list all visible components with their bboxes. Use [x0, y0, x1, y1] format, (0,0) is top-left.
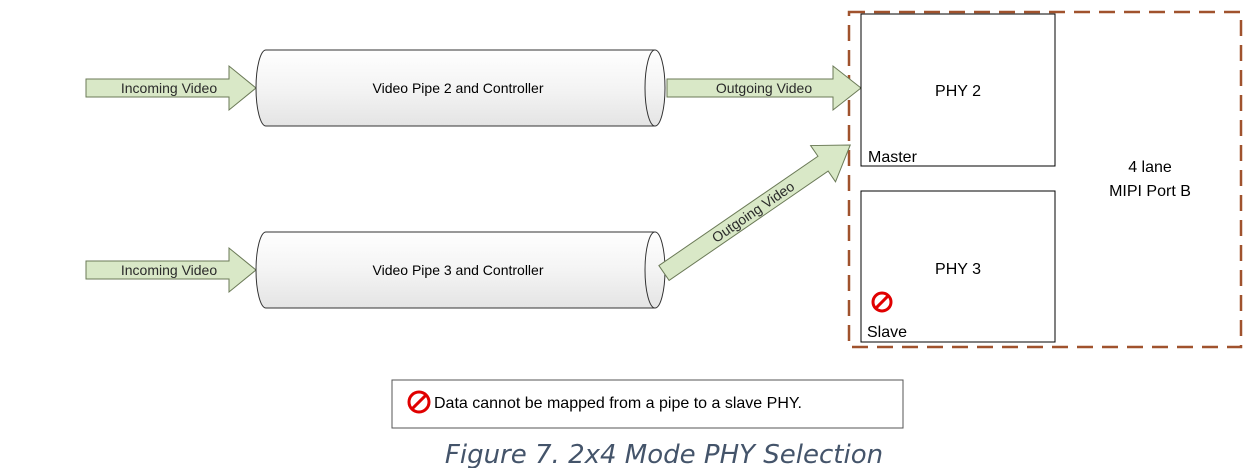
mipi-port-boundary — [847, 10, 1243, 349]
port-label-line-1: 4 lane — [1128, 159, 1172, 176]
outgoing-arrow-1 — [666, 64, 862, 112]
phy-3-label: PHY 3 — [935, 261, 981, 278]
video-pipe-3 — [255, 231, 666, 309]
legend-box — [391, 379, 904, 429]
video-pipe-2 — [255, 49, 666, 127]
phy-3-role: Slave — [867, 324, 907, 341]
incoming-arrow-1-label: Incoming Video — [121, 80, 217, 96]
outgoing-arrow-1-label: Outgoing Video — [716, 80, 812, 96]
phy-2-box — [860, 13, 1056, 167]
port-label-line-2: MIPI Port B — [1109, 183, 1191, 200]
outgoing-arrow-2-label: Outgoing Video — [709, 178, 798, 246]
prohibited-icon — [871, 291, 893, 313]
incoming-arrow-1 — [85, 64, 257, 112]
outgoing-arrow-2 — [658, 144, 851, 282]
legend-prohibited-icon — [407, 390, 431, 414]
figure-caption: Figure 7. 2x4 Mode PHY Selection — [445, 440, 883, 468]
phy-2-label: PHY 2 — [935, 83, 981, 100]
incoming-arrow-2 — [85, 246, 257, 294]
phy-2-role: Master — [868, 149, 918, 166]
video-pipe-2-label: Video Pipe 2 and Controller — [373, 80, 544, 96]
legend-text: Data cannot be mapped from a pipe to a s… — [434, 395, 802, 412]
incoming-arrow-2-label: Incoming Video — [121, 262, 217, 278]
video-pipe-3-label: Video Pipe 3 and Controller — [373, 262, 544, 278]
phy-3-box — [860, 190, 1056, 343]
